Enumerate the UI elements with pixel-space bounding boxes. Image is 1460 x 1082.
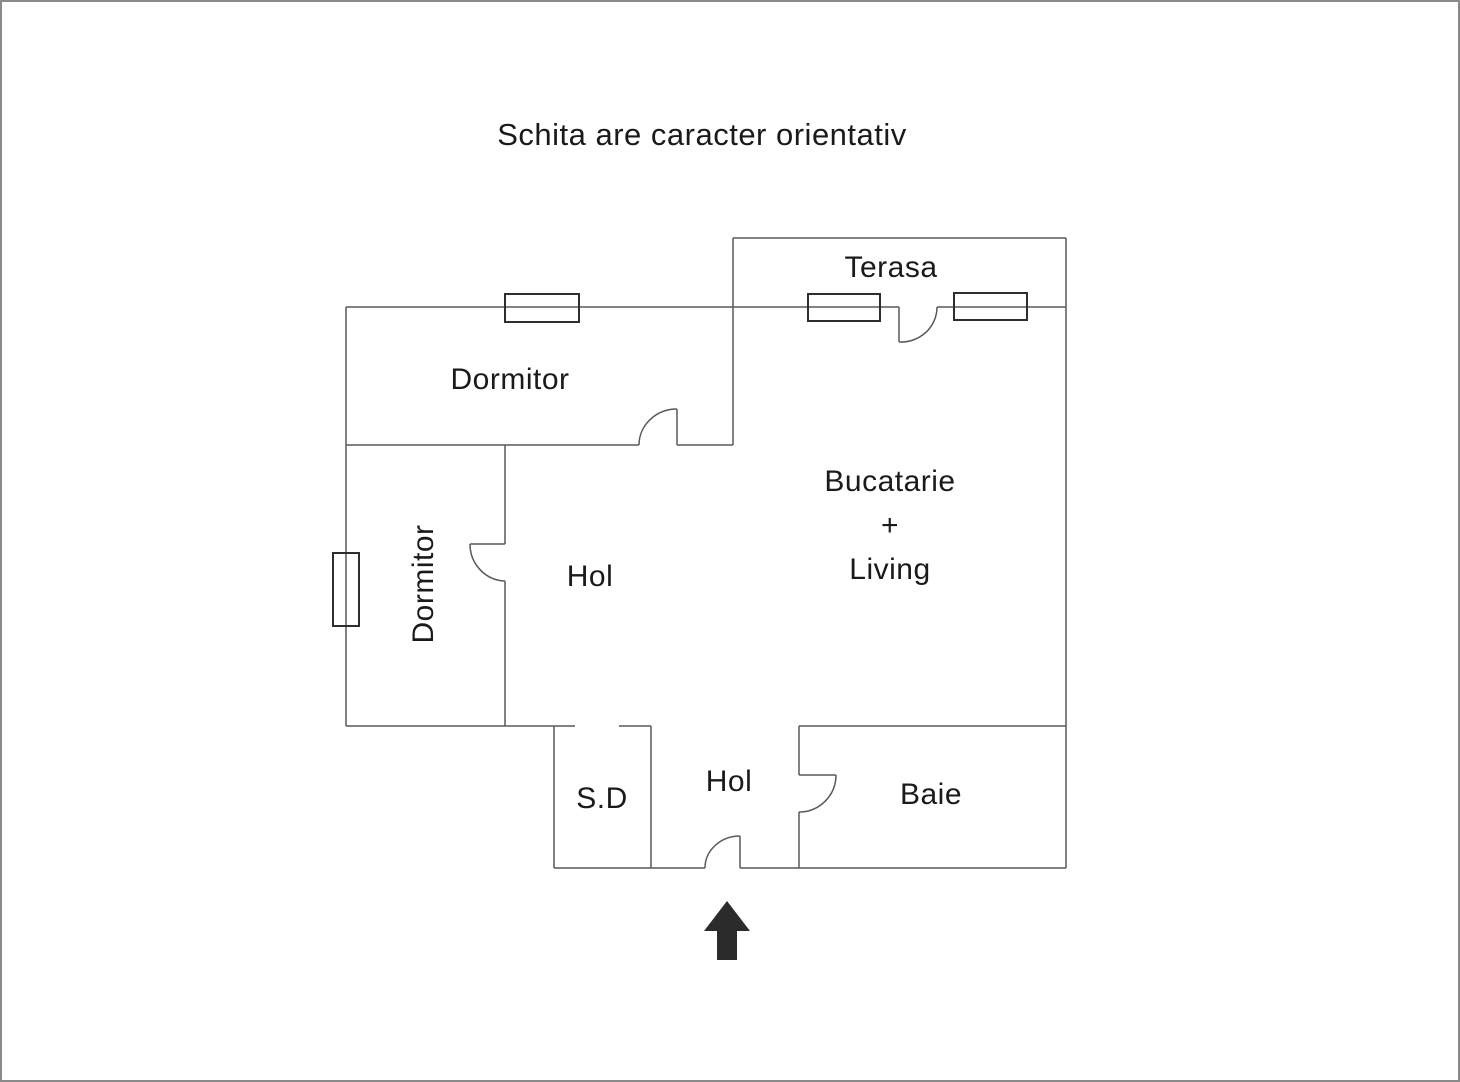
dormitor-top-window [504,293,580,323]
dormitor-left-door [469,543,506,582]
dormitor-left-window [332,552,360,627]
door-swing-arc [469,543,506,582]
room-label-hol-upper: Hol [566,560,614,593]
room-label-bucatarie-living: Bucatarie + Living [824,460,955,592]
walls [345,237,1067,869]
living-line: Living [849,553,931,586]
door-swing-arc [898,306,938,343]
dormitor-top-door [638,408,678,446]
room-label-sd: S.D [576,782,628,815]
baie-door [798,774,837,813]
bucatarie-line: Bucatarie [824,465,956,498]
terasa-window-right [953,292,1028,321]
terasa-door [898,306,938,343]
terasa-window-left [807,293,881,322]
plan-title: Schita are caracter orientativ [497,117,907,152]
room-label-baie: Baie [899,778,963,811]
room-label-hol-lower: Hol [705,765,753,798]
windows [332,292,1028,627]
entrance-door [704,835,741,869]
door-swing-arc [704,835,741,869]
doors [469,306,938,869]
door-swing-arc [798,774,837,813]
door-swing-arc [638,408,678,446]
room-label-dormitor-top: Dormitor [450,363,570,396]
entrance-arrow-icon [704,901,750,960]
room-label-dormitor-left: Dormitor [407,524,440,644]
room-label-terasa: Terasa [844,251,938,284]
plus-line: + [880,509,900,542]
